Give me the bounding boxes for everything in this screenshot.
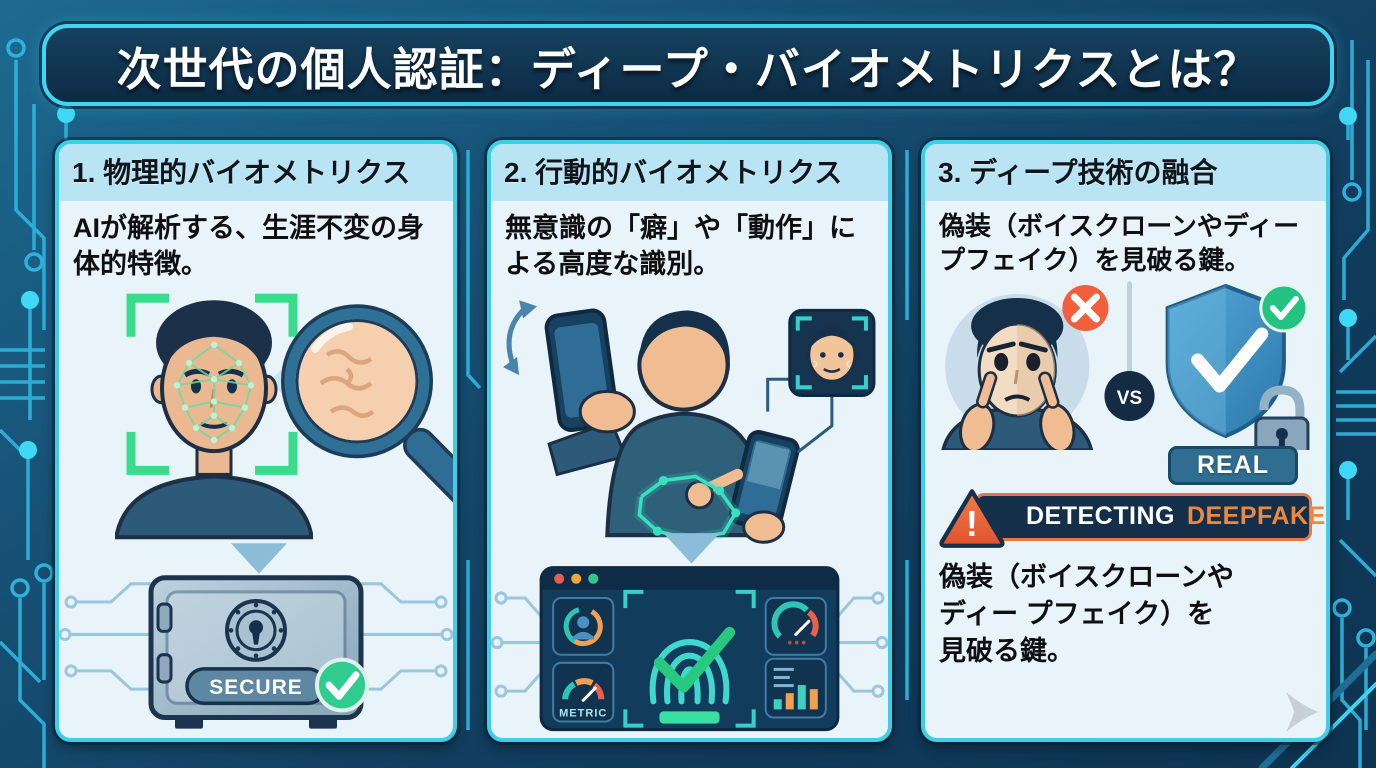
footer-line: 偽装（ボイスクローンや [939, 561, 1234, 592]
metric-gauge-tile: METRIC [552, 662, 615, 723]
face-id-thumbnail-icon [766, 309, 876, 454]
down-arrow-icon [231, 543, 287, 574]
exclamation-glyph: ! [966, 503, 978, 544]
panel-deep-tech-fusion: 3. ディープ技術の融合 偽装（ボイスクローンやディープフェイク）を見破る鍵。 [921, 140, 1330, 742]
sparkle-arrow-icon [1286, 692, 1318, 732]
face-mesh-person [115, 300, 313, 540]
panel-3-header: 3. ディープ技術の融合 [925, 144, 1326, 201]
face-scan-safe-illustration: SECURE [59, 293, 453, 729]
analytics-dashboard: METRIC [539, 566, 840, 732]
deepfake-warning-banner: DETECTING DEEPFAKE ! [939, 488, 1325, 548]
real-badge: REAL [1167, 445, 1298, 485]
title-banner: 次世代の個人認証：ディープ・バイオメトリクスとは？ [42, 24, 1334, 106]
metric-label: METRIC [559, 708, 607, 720]
footer-line: 見破る鍵。 [939, 636, 1074, 667]
vs-label: VS [1117, 388, 1142, 409]
panel-2-description: 無意識の「癖」や「動作」による高度な識別。 [505, 213, 856, 279]
page-title: 次世代の個人認証：ディープ・バイオメトリクスとは？ [116, 43, 1260, 95]
masked-person-icon [941, 293, 1094, 450]
down-arrow-icon [663, 533, 720, 564]
warning-word-detecting: DETECTING [1026, 502, 1175, 531]
panel-1-header: 1. 物理的バイオメトリクス [59, 144, 453, 201]
panel-3-footer: 偽装（ボイスクローンや ディー プフェイク）を 見破る鍵。 [939, 559, 1312, 671]
footer-line: ディー プフェイク）を [939, 598, 1215, 629]
shield-check-icon [1165, 283, 1286, 438]
tilt-arrow-icon [506, 306, 527, 367]
safe-circuits [59, 582, 453, 691]
scan-frame-icon [126, 293, 298, 476]
fingerprint-check-icon [623, 590, 756, 728]
check-badge-icon [1259, 283, 1309, 333]
speedometer-tile [764, 597, 827, 656]
bar-chart-tile [764, 657, 827, 719]
warning-word-deepfake: DEEPFAKE [1186, 502, 1326, 531]
panel-2-header: 2. 行動的バイオメトリクス [491, 144, 888, 201]
user-gauge-tile [552, 597, 615, 656]
safe-icon: SECURE [148, 575, 369, 729]
panel-physical-biometrics: 1. 物理的バイオメトリクス AIが解析する、生涯不変の身体的特徴。 [55, 140, 457, 742]
vs-badge: VS [1104, 370, 1155, 421]
warning-triangle-icon: ! [939, 488, 1005, 548]
padlock-icon [1254, 385, 1310, 450]
check-badge-icon [315, 657, 369, 713]
warning-pill: DETECTING DEEPFAKE [975, 492, 1325, 541]
fake-vs-real-illustration: VS [941, 281, 1310, 450]
magnifier-icon [281, 304, 453, 510]
panel-3-description: 偽装（ボイスクローンやディープフェイク）を見破る鍵。 [939, 211, 1300, 276]
panel-1-description: AIが解析する、生涯不変の身体的特徴。 [73, 213, 424, 279]
person-using-phone [605, 310, 800, 545]
behavior-dashboard-illustration: METRIC [491, 300, 888, 732]
dashboard-circuits [491, 591, 888, 698]
secure-label: SECURE [209, 676, 302, 699]
x-badge-icon [1062, 284, 1109, 331]
panel-behavioral-biometrics: 2. 行動的バイオメトリクス 無意識の「癖」や「動作」による高度な識別。 [487, 140, 892, 742]
